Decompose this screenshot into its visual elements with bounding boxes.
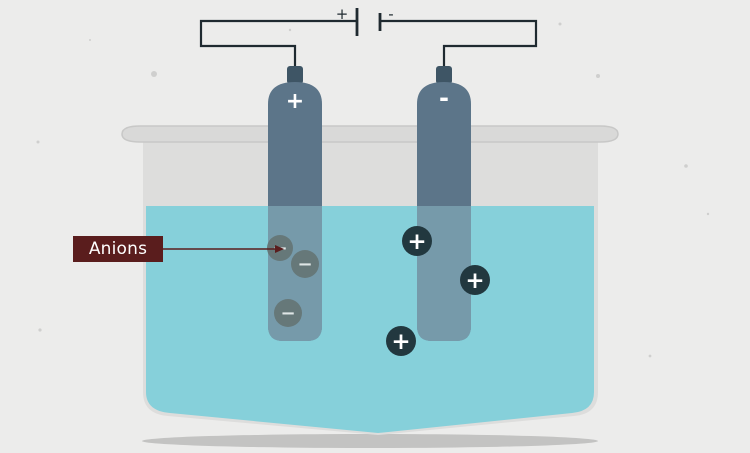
battery-positive-sign: + (336, 5, 349, 23)
anion-ion: − (274, 299, 302, 327)
cation-ion: + (386, 326, 416, 356)
beaker-rim (121, 125, 619, 143)
battery-negative-sign: - (388, 5, 393, 23)
anion-annotation-label: Anions (73, 236, 163, 262)
svg-text:−: − (280, 303, 295, 324)
cation-ion: + (460, 265, 490, 295)
svg-text:−: − (297, 254, 312, 275)
electrolyte-solution (146, 206, 594, 433)
circuit-wires (199, 19, 538, 70)
svg-text:+: + (391, 329, 410, 355)
cation-ion: + (402, 226, 432, 256)
svg-text:+: + (465, 268, 484, 294)
anion-pointer-arrowhead (275, 245, 284, 253)
background-speckles (36, 22, 710, 358)
svg-text:+: + (407, 229, 426, 255)
anode-sign: + (286, 89, 304, 114)
anion-ion: − (291, 250, 319, 278)
cathode-sign: - (439, 84, 449, 112)
beaker-shadow (142, 434, 598, 448)
